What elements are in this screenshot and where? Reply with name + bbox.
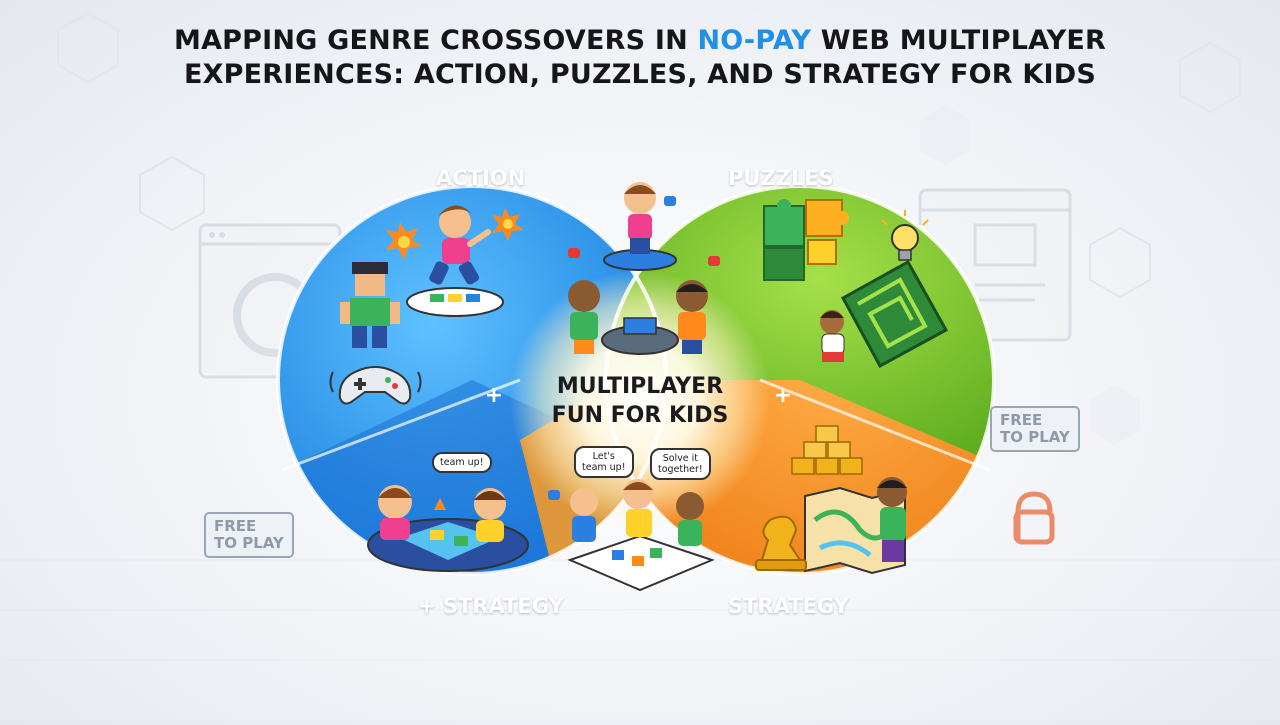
title-line-1: MAPPING GENRE CROSSOVERS IN NO-PAY WEB M… [0, 24, 1280, 58]
title-line-2: EXPERIENCES: ACTION, PUZZLES, AND STRATE… [0, 58, 1280, 92]
svg-text:+: + [485, 383, 503, 408]
center-label: MULTIPLAYER FUN FOR KIDS [520, 372, 760, 430]
kid-pushing-maze-illustration [820, 310, 844, 362]
center-label-line-1: MULTIPLAYER [520, 372, 760, 401]
kid-on-platform-illustration [604, 182, 676, 270]
puzzles-label: PUZZLES [728, 166, 834, 190]
plus-marker: + [774, 383, 792, 408]
svg-text:+: + [774, 383, 792, 408]
unlock-icon [1016, 494, 1052, 542]
title-highlight: NO-PAY [697, 25, 811, 56]
action-label: ACTION [436, 166, 525, 190]
center-label-line-2: FUN FOR KIDS [520, 401, 760, 430]
strategy-label: STRATEGY [728, 594, 849, 618]
action-strategy-label: + STRATEGY [418, 594, 564, 618]
speech-bubble-team-up: team up! [432, 452, 492, 473]
game-board-illustration [407, 288, 503, 316]
page-title: MAPPING GENRE CROSSOVERS IN NO-PAY WEB M… [0, 24, 1280, 92]
plus-marker: + [485, 383, 503, 408]
kids-group-game-illustration [570, 479, 712, 590]
